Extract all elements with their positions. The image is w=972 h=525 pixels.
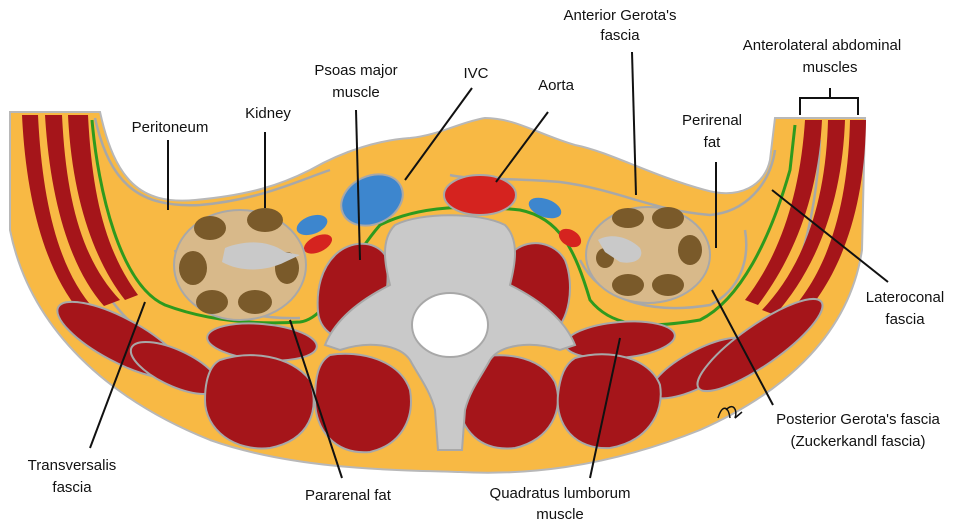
label-anterior-gerota-1: Anterior Gerota's <box>564 7 677 24</box>
label-quadratus-2: muscle <box>536 506 584 523</box>
left-erector-spinae-lateral <box>205 355 314 448</box>
label-ivc: IVC <box>463 65 488 82</box>
spinal-canal <box>412 293 488 357</box>
label-aorta: Aorta <box>538 77 575 94</box>
label-lateroconal-1: Lateroconal <box>866 289 944 306</box>
right-kidney <box>586 207 710 303</box>
anterolateral-bracket <box>800 88 858 115</box>
label-psoas-2: muscle <box>332 84 380 101</box>
label-peritoneum: Peritoneum <box>132 119 209 136</box>
label-transversalis-2: fascia <box>52 479 92 496</box>
label-pararenal: Pararenal fat <box>305 487 392 504</box>
label-lateroconal-2: fascia <box>885 311 925 328</box>
label-posterior-gerota-1: Posterior Gerota's fascia <box>776 411 940 428</box>
left-kidney <box>174 208 306 320</box>
label-perirenal-2: fat <box>704 134 722 151</box>
label-kidney: Kidney <box>245 105 291 122</box>
label-posterior-gerota-2: (Zuckerkandl fascia) <box>790 433 925 450</box>
label-anterior-gerota-2: fascia <box>600 27 640 44</box>
label-transversalis-1: Transversalis <box>28 457 117 474</box>
label-quadratus-1: Quadratus lumborum <box>490 485 631 502</box>
label-psoas-1: Psoas major <box>314 62 397 79</box>
label-anterolateral-1: Anterolateral abdominal <box>743 37 901 54</box>
aorta <box>444 175 516 215</box>
label-anterolateral-2: muscles <box>802 59 857 76</box>
label-perirenal-1: Perirenal <box>682 112 742 129</box>
